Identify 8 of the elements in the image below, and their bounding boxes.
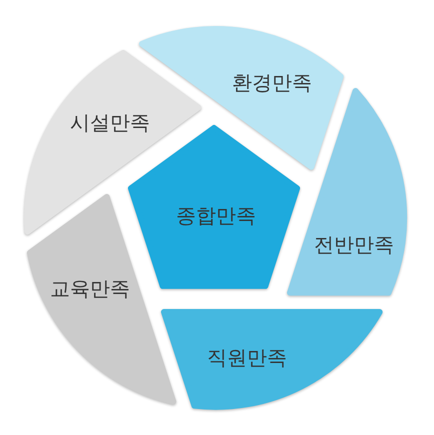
segment-label: 시설만족 bbox=[70, 111, 150, 134]
segment-label: 직원만족 bbox=[206, 346, 287, 370]
segment-label: 교육만족 bbox=[50, 277, 130, 300]
circle-segment bbox=[26, 194, 176, 405]
center-label: 종합만족 bbox=[176, 204, 256, 228]
circle-segment bbox=[160, 308, 382, 410]
segment-label: 환경만족 bbox=[232, 72, 312, 94]
segment-label: 전반만족 bbox=[314, 233, 394, 256]
